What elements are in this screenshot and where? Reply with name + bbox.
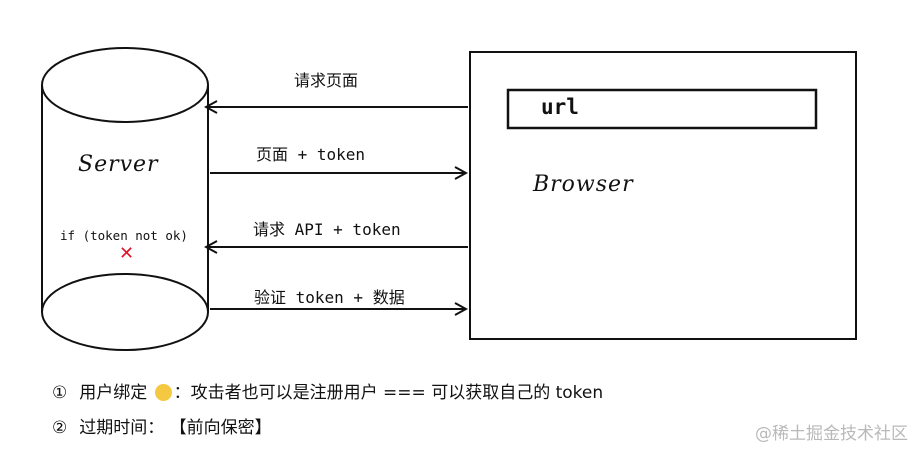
arrow-label-request-api: 请求 API + token xyxy=(253,220,401,239)
note-text-after: ：攻击者也可以是注册用户 === 可以获取自己的 token xyxy=(173,383,604,403)
arrow-label-request-page: 请求页面 xyxy=(294,71,359,90)
server-condition: if (token not ok) xyxy=(60,228,188,243)
browser-label: Browser xyxy=(533,172,634,197)
note-expiry: ② 过期时间： 【前向保密】 xyxy=(52,413,272,438)
note-user-binding: ① 用户绑定 ：攻击者也可以是注册用户 === 可以获取自己的 token xyxy=(52,378,603,403)
arrow-label-verify-token: 验证 token + 数据 xyxy=(254,288,405,307)
server-label: Server xyxy=(78,152,159,177)
url-text: url xyxy=(541,95,579,119)
server-cylinder xyxy=(41,47,209,351)
url-bar xyxy=(506,88,818,130)
note-number: ② xyxy=(52,418,68,438)
note-number: ① xyxy=(52,383,68,403)
watermark: @稀土掘金技术社区 xyxy=(755,424,908,444)
note-text-before: 用户绑定 xyxy=(79,383,153,403)
arrow-label-page-token: 页面 + token xyxy=(256,145,366,164)
thinking-face-icon xyxy=(154,384,172,401)
error-cross-icon: ✕ xyxy=(119,243,135,264)
note-text: 过期时间： 【前向保密】 xyxy=(79,418,272,438)
